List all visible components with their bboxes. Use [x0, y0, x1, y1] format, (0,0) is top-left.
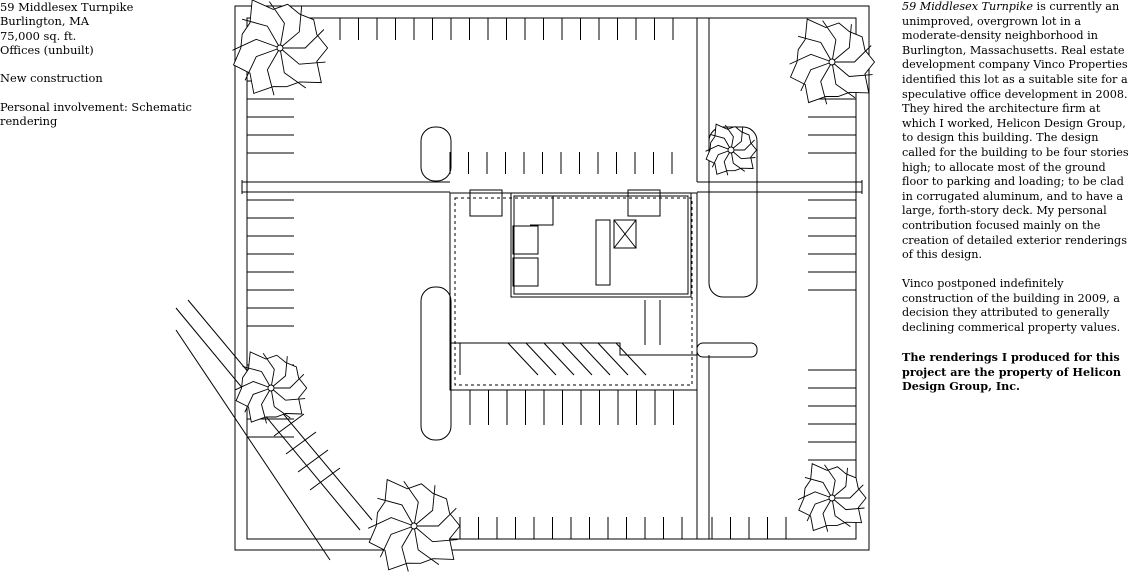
tree-left-road [235, 351, 308, 424]
project-address: 59 Middlesex Turnpike [0, 0, 134, 14]
island-mid-left [420, 286, 452, 441]
project-info: 59 Middlesex Turnpike Burlington, MA 75,… [0, 0, 215, 129]
site-plan-drawing [175, 0, 876, 572]
island-bottom-right [696, 342, 758, 358]
parking-stall-line [297, 449, 329, 473]
parking-stall-line [615, 342, 647, 376]
lot-boundary [234, 5, 870, 551]
project-area: 75,000 sq. ft. [0, 28, 77, 43]
parking-stall-line [525, 342, 557, 376]
tree-top-right [789, 18, 876, 105]
copyright-notice: The renderings I produced for this proje… [902, 350, 1122, 394]
core-block [510, 192, 692, 298]
tree-bottom-right [797, 463, 867, 532]
parking-stall-line [561, 342, 593, 376]
parking-stall-line [273, 413, 305, 437]
project-status: New construction [0, 71, 103, 86]
tree-bottom-left [368, 478, 461, 572]
building-outline [449, 192, 698, 391]
project-description: 59 Middlesex Turnpike is currently an un… [902, 0, 1132, 409]
parking-stall-line [543, 342, 575, 376]
description-title: 59 Middlesex Turnpike [902, 0, 1033, 13]
parking-stall-line [309, 467, 341, 491]
project-city: Burlington, MA [0, 14, 89, 29]
parking-stall-line [285, 431, 317, 455]
tree-top-left [232, 0, 329, 96]
parking-stall-line [597, 342, 629, 376]
elevator [613, 219, 637, 249]
stair-left [469, 189, 503, 217]
description-paragraph-2: Vinco postponed indefinitely constructio… [902, 277, 1121, 335]
project-type: Offices (unbuilt) [0, 42, 94, 57]
parking-stall-line [507, 342, 539, 376]
tree-island [705, 123, 758, 176]
involvement-line-2: rendering [0, 114, 58, 129]
stair-right [627, 189, 661, 217]
description-p1-text: is currently an unimproved, overgrown lo… [902, 0, 1129, 262]
loading-dock [450, 342, 697, 356]
parking-stall-line [579, 342, 611, 376]
involvement-line-1: Personal involvement: Schematic [0, 100, 192, 115]
island-top-left [420, 126, 452, 182]
parking-lot-outline [246, 17, 857, 540]
description-paragraph-1: 59 Middlesex Turnpike is currently an un… [902, 0, 1132, 263]
